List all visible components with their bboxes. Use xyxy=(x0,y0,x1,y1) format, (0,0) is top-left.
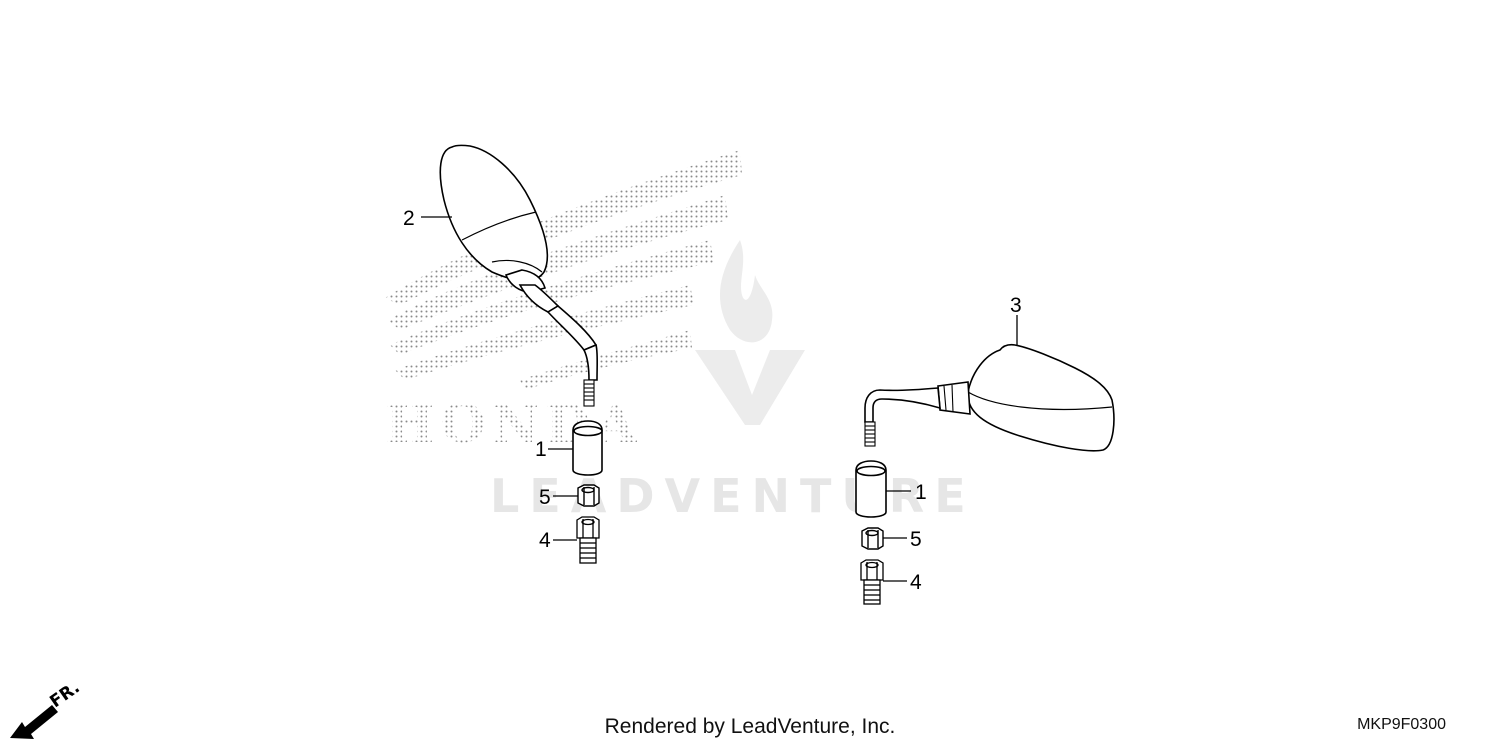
rendered-by-credit: Rendered by LeadVenture, Inc. xyxy=(604,715,896,738)
leader-lines xyxy=(421,216,1018,582)
right-mirror-nut xyxy=(861,527,884,550)
right-mirror-cap xyxy=(855,460,887,518)
callout-right-bolt: 4 xyxy=(910,571,922,594)
callout-right-nut: 5 xyxy=(910,528,922,551)
brand-name-watermark: HONDA xyxy=(385,394,642,455)
callout-left-mirror: 2 xyxy=(403,207,415,230)
brand-wing-logo xyxy=(385,150,742,390)
leadventure-logo-watermark xyxy=(695,240,805,425)
right-mirror-bolt xyxy=(860,559,884,605)
right-mirror xyxy=(864,343,1115,452)
callout-left-nut: 5 xyxy=(539,486,551,509)
diagram-code: MKP9F0300 xyxy=(1357,716,1446,733)
left-mirror-bolt xyxy=(576,516,600,564)
callout-left-cap: 1 xyxy=(535,438,547,461)
left-mirror-nut xyxy=(577,484,600,507)
callout-right-mirror: 3 xyxy=(1010,294,1022,317)
left-mirror-cap xyxy=(572,420,603,476)
callout-right-cap: 1 xyxy=(915,481,927,504)
left-mirror xyxy=(439,144,599,407)
callout-left-bolt: 4 xyxy=(539,529,551,552)
